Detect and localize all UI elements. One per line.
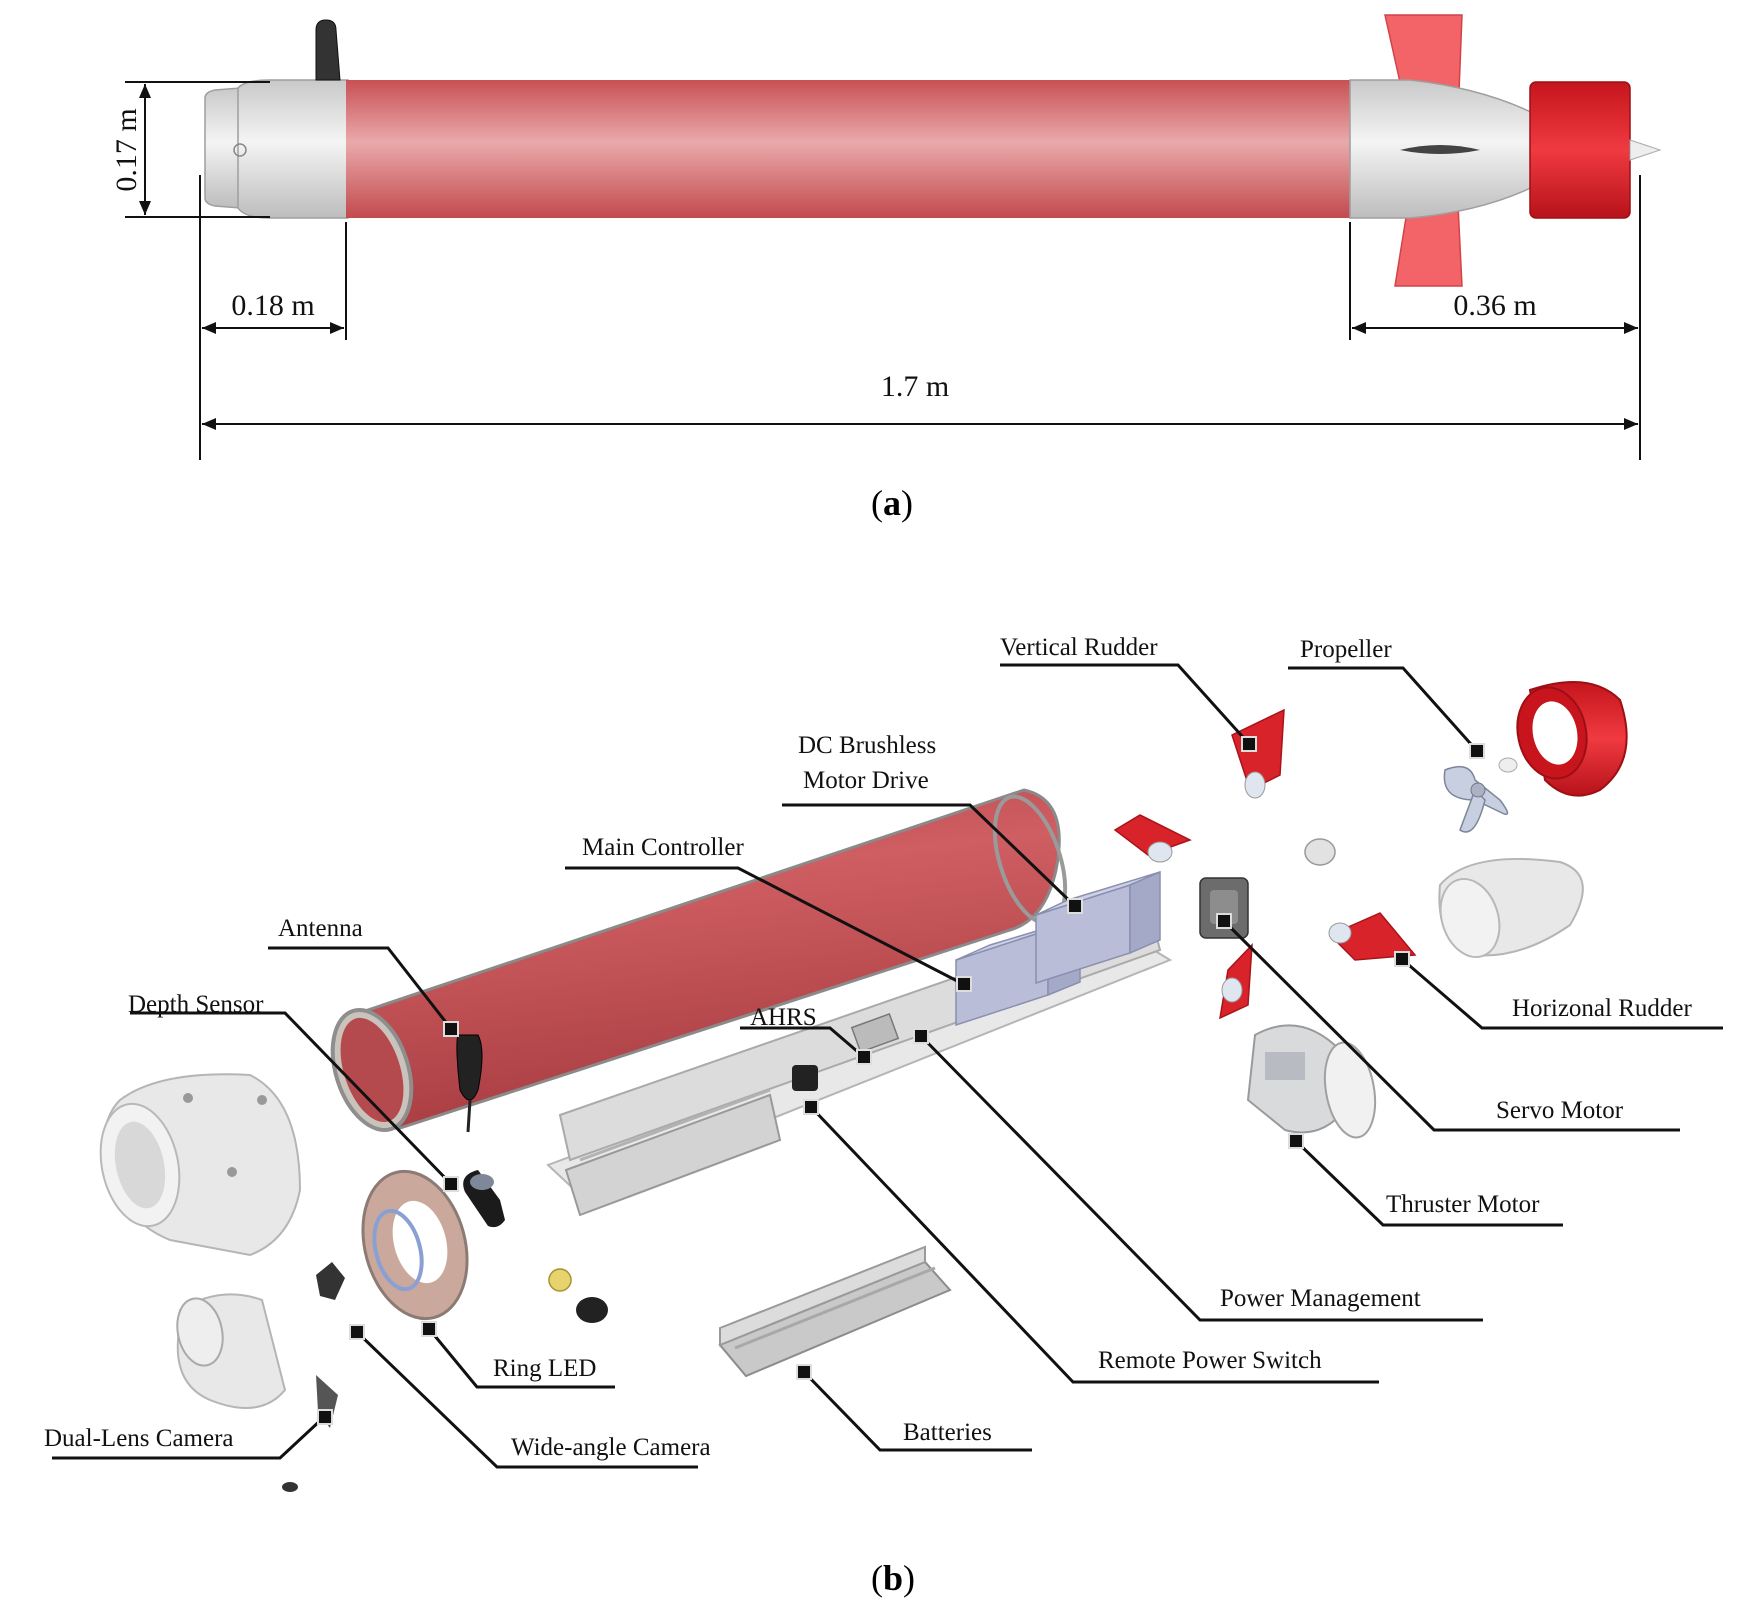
camera-housing	[176, 1293, 287, 1409]
label-wide-angle-camera: Wide-angle Camera	[511, 1434, 711, 1461]
wide-camera-part	[316, 1262, 345, 1300]
motor-drive-box	[1035, 870, 1161, 985]
total-length-label: 1.7 m	[881, 370, 949, 403]
yellow-connector	[548, 1268, 572, 1292]
caption-b: (b)	[871, 1558, 915, 1598]
label-servo-motor: Servo Motor	[1496, 1097, 1624, 1124]
propeller-duct	[1516, 681, 1628, 797]
label-ring-led: Ring LED	[493, 1355, 596, 1382]
label-ahrs: AHRS	[750, 1004, 817, 1031]
label-dc-drive-line1: DC Brushless	[798, 732, 936, 759]
leader-lines	[52, 663, 1723, 1469]
label-remote-power-switch: Remote Power Switch	[1098, 1347, 1322, 1374]
antenna	[456, 1034, 483, 1101]
propeller-part	[1443, 765, 1509, 833]
remote-switch-part	[792, 1065, 818, 1091]
black-connector	[576, 1297, 608, 1323]
label-batteries: Batteries	[903, 1419, 992, 1446]
caption-a: (a)	[871, 483, 913, 523]
label-depth-sensor: Depth Sensor	[128, 991, 264, 1018]
vertical-rudder-upper	[1231, 708, 1285, 792]
tail-length-label: 0.36 m	[1453, 289, 1536, 322]
label-dual-lens-camera: Dual-Lens Camera	[44, 1425, 234, 1452]
label-antenna: Antenna	[278, 915, 363, 942]
tail-cone-part	[1438, 857, 1584, 959]
nose-housing	[99, 1073, 302, 1257]
panel-b: Vertical Rudder Propeller DC Brushless M…	[44, 634, 1723, 1598]
label-main-controller: Main Controller	[582, 834, 744, 861]
label-dc-drive-line2: Motor Drive	[803, 767, 929, 794]
thruster-duct	[1529, 81, 1631, 219]
antenna-tip	[315, 19, 341, 81]
label-horizonal-rudder: Horizonal Rudder	[1512, 995, 1692, 1022]
nose-length-label: 0.18 m	[231, 289, 314, 322]
horizontal-rudder-right	[1328, 912, 1417, 961]
label-vertical-rudder: Vertical Rudder	[1000, 634, 1158, 661]
panel-a: 0.17 m 0.18 m 0.36 m 1.7 m (a)	[110, 14, 1662, 523]
nose-section	[237, 79, 349, 219]
label-propeller: Propeller	[1300, 636, 1392, 663]
label-power-management: Power Management	[1220, 1285, 1421, 1312]
label-thruster-motor: Thruster Motor	[1386, 1191, 1540, 1218]
horizontal-rudder-left	[1113, 814, 1192, 856]
hull-tube	[330, 788, 1068, 1133]
thruster-motor-part	[1246, 1024, 1377, 1139]
batteries-part	[718, 1245, 952, 1378]
hull-body	[346, 80, 1351, 218]
diameter-label: 0.17 m	[110, 108, 143, 191]
ahrs-part	[850, 1012, 900, 1054]
ring-led-part	[361, 1169, 469, 1321]
